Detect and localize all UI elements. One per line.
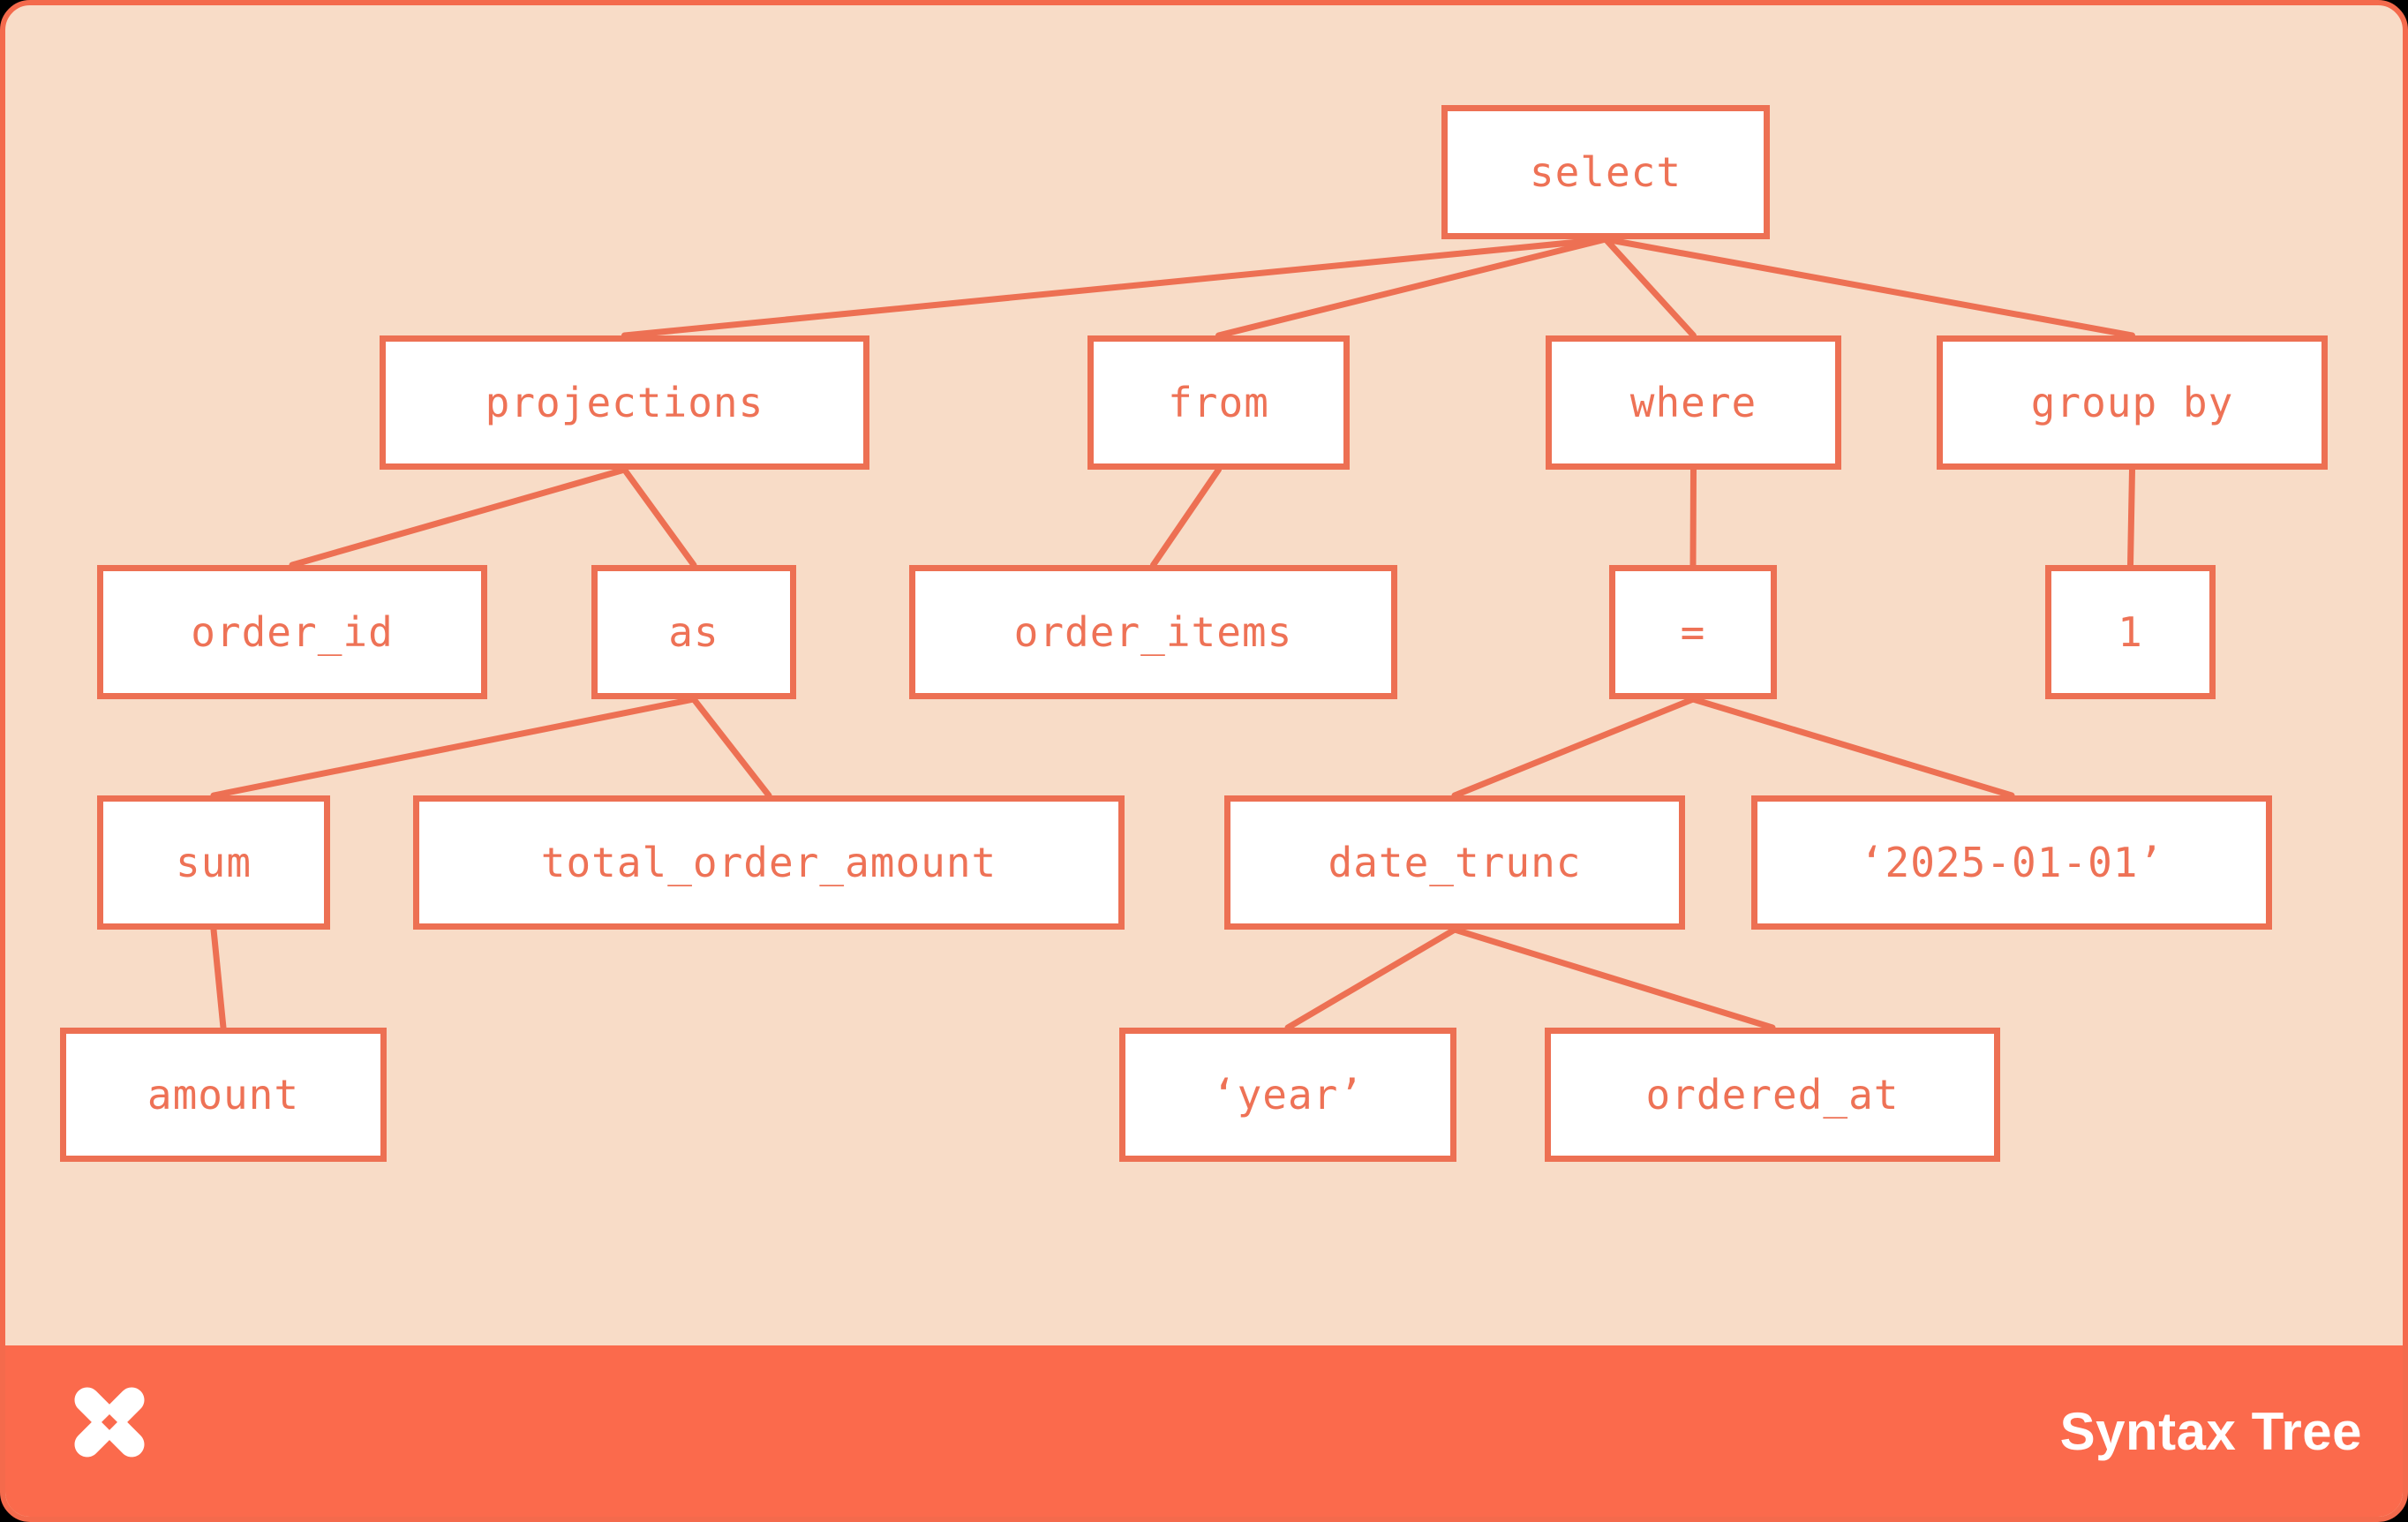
tree-node-from[interactable]: from: [1087, 335, 1350, 470]
tree-edges: [210, 236, 2135, 1031]
tree-node-label: as: [668, 608, 719, 656]
tree-node-label: total_order_amount: [540, 839, 997, 886]
tree-edge-select-to-where: [1602, 236, 1697, 339]
tree-node-label: from: [1168, 379, 1269, 426]
tree-edge-sum-to-amount: [210, 926, 227, 1031]
tree-edge-select-to-from: [1215, 236, 1609, 339]
tree-node-eq[interactable]: =: [1609, 565, 1777, 699]
tree-edge-from-to-order_items: [1150, 466, 1222, 569]
tree-canvas: select projections from where group by order_…: [5, 5, 2403, 1356]
tree-edge-where-to-eq: [1689, 466, 1697, 569]
tree-node-label: ‘year’: [1211, 1071, 1365, 1119]
tree-node-one[interactable]: 1: [2045, 565, 2216, 699]
tree-node-as[interactable]: as: [591, 565, 796, 699]
tree-edge-as-to-sum: [210, 696, 697, 799]
tree-node-group_by[interactable]: group by: [1937, 335, 2328, 470]
tree-node-label: sum: [175, 839, 252, 886]
tree-node-total_order_amount[interactable]: total_order_amount: [413, 795, 1125, 930]
tree-node-projections[interactable]: projections: [380, 335, 869, 470]
tree-node-label: ‘2025-01-01’: [1859, 839, 2164, 886]
tree-edge-projections-to-as: [621, 466, 697, 569]
tree-node-label: projections: [485, 379, 764, 426]
tree-node-label: order_items: [1013, 608, 1293, 656]
tree-node-label: select: [1529, 148, 1682, 196]
tree-node-label: amount: [147, 1071, 300, 1119]
tree-node-label: where: [1629, 379, 1757, 426]
tree-node-select[interactable]: select: [1441, 105, 1770, 239]
tree-node-year_literal[interactable]: ‘year’: [1119, 1028, 1456, 1162]
tree-node-label: order_id: [191, 608, 394, 656]
tree-node-date_literal[interactable]: ‘2025-01-01’: [1751, 795, 2272, 930]
tree-edge-select-to-group_by: [1602, 236, 2135, 339]
footer-title: Syntax Tree: [2059, 1401, 2362, 1461]
tree-edge-date_trunc-to-ordered_at: [1451, 926, 1776, 1031]
tree-node-sum[interactable]: sum: [97, 795, 330, 930]
tree-node-amount[interactable]: amount: [60, 1028, 387, 1162]
tree-node-label: group by: [2030, 379, 2234, 426]
tree-edge-eq-to-date_trunc: [1451, 696, 1697, 799]
tree-node-label: ordered_at: [1645, 1071, 1900, 1119]
tree-node-where[interactable]: where: [1546, 335, 1841, 470]
tree-edge-projections-to-order_id: [289, 466, 628, 569]
tree-edge-eq-to-date_literal: [1689, 696, 2015, 799]
tree-node-label: 1: [2118, 608, 2143, 656]
tree-edge-select-to-projections: [621, 236, 1609, 339]
tree-node-ordered_at[interactable]: ordered_at: [1545, 1028, 2000, 1162]
tree-edge-date_trunc-to-year_literal: [1284, 926, 1458, 1031]
tree-edge-as-to-total_order_amount: [690, 696, 772, 799]
tree-node-order_items[interactable]: order_items: [909, 565, 1397, 699]
tree-node-label: =: [1680, 608, 1706, 656]
tree-node-date_trunc[interactable]: date_trunc: [1224, 795, 1685, 930]
x-star-logo-icon: [74, 1387, 145, 1458]
tree-node-label: date_trunc: [1328, 839, 1582, 886]
tree-edge-group_by-to-one: [2127, 466, 2135, 569]
footer-bar: Syntax Tree: [5, 1345, 2403, 1517]
tree-node-order_id[interactable]: order_id: [97, 565, 487, 699]
